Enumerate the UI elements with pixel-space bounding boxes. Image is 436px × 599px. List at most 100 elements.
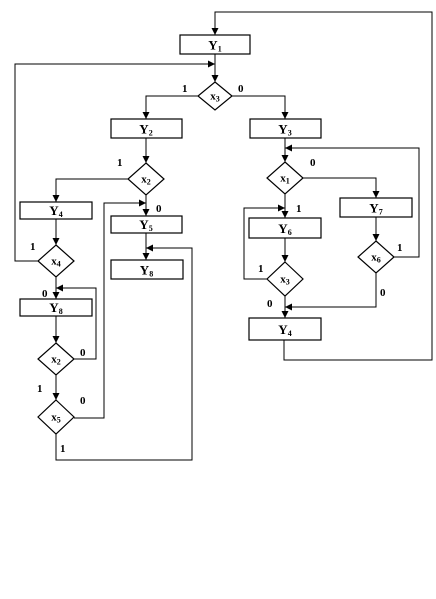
branch-label: 1: [37, 383, 43, 395]
branch-label: 0: [42, 288, 48, 300]
arrow-head: [281, 255, 289, 262]
arrow-head: [281, 112, 289, 119]
connector-x2-true: [55, 178, 128, 202]
svg-text:x5: x5: [51, 412, 61, 425]
arrow-head: [146, 244, 153, 252]
block-y2-label: Y: [139, 122, 149, 137]
decision-x6-label: x: [371, 252, 377, 264]
arrow-head: [211, 28, 219, 35]
decision-x5: x5: [37, 399, 75, 435]
arrow-heads: [52, 28, 380, 400]
block-y7-label: Y: [369, 201, 379, 216]
block-y1: Y1: [179, 34, 251, 55]
decision-x2-lower-label: x: [51, 354, 57, 366]
block-y8-left: Y8: [19, 298, 93, 317]
decision-x3-lower-label: x: [280, 274, 286, 286]
block-y8-left-label: Y: [49, 300, 59, 315]
svg-text:Y7: Y7: [369, 201, 382, 217]
svg-text:Y4: Y4: [49, 203, 62, 219]
svg-text:Y5: Y5: [139, 217, 152, 233]
connector-loop-to-y1: [214, 11, 433, 361]
arrow-head: [281, 311, 289, 318]
decision-x3-lower: x3: [266, 261, 304, 297]
connector-x4-true: [14, 63, 215, 262]
svg-text:x3: x3: [280, 274, 290, 287]
connector-x2b-false: [56, 287, 97, 360]
block-y3-label: Y: [278, 122, 288, 137]
arrow-head: [142, 112, 150, 119]
arrow-head: [281, 211, 289, 218]
svg-text:Y6: Y6: [278, 221, 291, 237]
block-y3: Y3: [249, 118, 322, 139]
block-y5: Y5: [110, 215, 183, 234]
arrow-head: [211, 75, 219, 82]
svg-text:x1: x1: [280, 173, 290, 186]
block-y4-left: Y4: [19, 201, 93, 220]
svg-text:Y2: Y2: [139, 122, 152, 138]
block-y2: Y2: [110, 118, 183, 139]
svg-text:Y8: Y8: [49, 300, 62, 316]
branch-label: 0: [80, 347, 86, 359]
block-y8-right-label: Y: [140, 263, 150, 278]
connector-x3-false: [232, 95, 286, 119]
branch-label: 1: [397, 242, 403, 254]
arrow-head: [139, 199, 146, 207]
arrow-head: [278, 204, 285, 212]
connector-x6-false: [285, 273, 377, 308]
branch-label: 0: [80, 395, 86, 407]
svg-text:Y8: Y8: [140, 263, 153, 279]
arrow-head: [208, 60, 215, 68]
svg-text:Y4: Y4: [278, 322, 291, 338]
block-y7: Y7: [339, 197, 413, 218]
decision-x2-upper: x2: [127, 162, 165, 196]
decision-x5-label: x: [51, 412, 57, 424]
branch-label: 0: [267, 298, 273, 310]
block-y1-label: Y: [208, 38, 218, 53]
arrow-head: [52, 393, 60, 400]
branch-labels: 1 0 1 0 1 0 1 0 0 1 0 1 1 0 0 1: [30, 83, 403, 455]
block-y4-right: Y4: [248, 317, 322, 341]
arrow-head: [52, 336, 60, 343]
block-y8-right: Y8: [110, 259, 184, 280]
arrow-head: [372, 234, 380, 241]
arrow-head: [285, 303, 292, 311]
arrow-head: [372, 191, 380, 198]
block-y4-right-label: Y: [278, 322, 288, 337]
arrow-head: [52, 238, 60, 245]
connector-x5-true: [55, 247, 193, 461]
connector-x5-false: [74, 202, 146, 419]
branch-label: 1: [60, 443, 66, 455]
arrow-head: [142, 253, 150, 260]
branch-label: 0: [238, 83, 244, 95]
arrow-head: [281, 155, 289, 162]
branch-label: 1: [258, 263, 264, 275]
branch-label: 1: [30, 241, 36, 253]
svg-text:x6: x6: [371, 252, 381, 265]
connector-x1-false: [303, 177, 377, 198]
branch-label: 1: [117, 157, 123, 169]
decision-x3-top: x3: [197, 81, 233, 111]
arrow-head: [56, 284, 63, 292]
block-y6: Y6: [248, 217, 322, 239]
svg-text:Y1: Y1: [208, 38, 221, 54]
block-y5-label: Y: [139, 217, 149, 232]
branch-label: 0: [156, 203, 162, 215]
arrow-head: [142, 209, 150, 216]
connector-lines: [14, 11, 433, 461]
arrow-head: [52, 292, 60, 299]
block-y4-left-label: Y: [49, 203, 59, 218]
arrow-head: [52, 195, 60, 202]
svg-text:x3: x3: [210, 91, 220, 104]
arrow-head: [142, 156, 150, 163]
connector-x6-true: [285, 147, 420, 258]
decision-x4-label: x: [51, 256, 57, 268]
decision-x2-lower: x2: [37, 342, 75, 376]
decision-x1-label: x: [280, 173, 286, 185]
decision-x4: x4: [37, 244, 75, 278]
block-y6-label: Y: [278, 221, 288, 236]
connector-x3-true: [145, 95, 198, 119]
decision-x3-top-label: x: [210, 91, 216, 103]
connector-x3b-true: [243, 207, 285, 280]
branch-label: 0: [310, 157, 316, 169]
